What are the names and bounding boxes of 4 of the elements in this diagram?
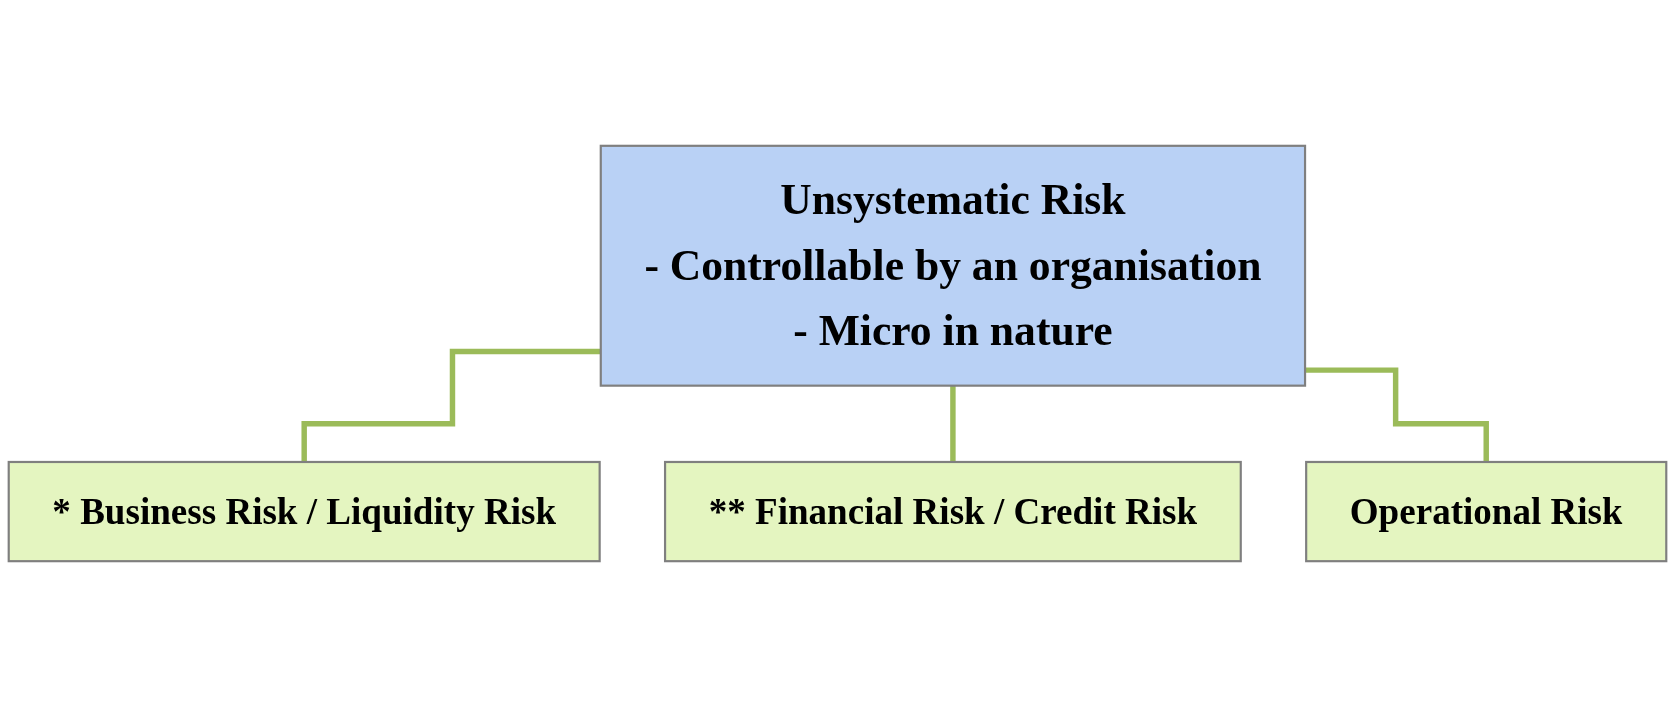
node-box: Unsystematic Risk - Controllable by an organisation - Micro in nature [599,144,1307,387]
node-box: ** Financial Risk / Credit Risk [664,460,1242,563]
node-box: Operational Risk [1305,460,1668,563]
node-box: * Business Risk / Liquidity Risk [7,460,601,563]
